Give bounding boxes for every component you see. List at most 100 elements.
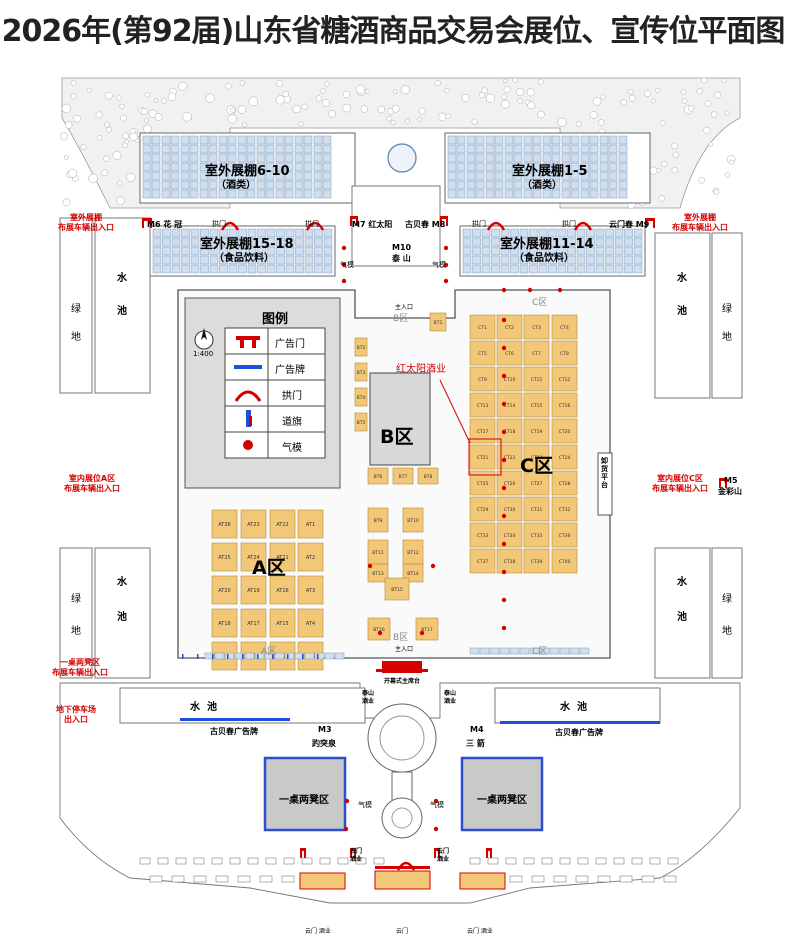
shed-6-10-label: 室外展棚6-10 (205, 164, 290, 179)
legend-item-balloon: 气模 (282, 443, 302, 454)
green-label-ll2: 地 (71, 626, 81, 637)
booth-label: AT15 (276, 621, 288, 627)
arch-label-4: 拱门 (562, 220, 576, 228)
booth-label: BT13 (372, 571, 384, 577)
booth-label: CT7 (532, 351, 541, 357)
shed-mid-booths (152, 228, 643, 274)
booth-label: BT16 (373, 627, 385, 633)
booth-label: AT17 (247, 621, 259, 627)
green-label-ll: 绿 (71, 594, 81, 605)
pool-label-ll2: 池 (117, 612, 127, 623)
booth-label: BT6 (374, 474, 383, 480)
green-label-ul: 绿 (71, 304, 81, 315)
bottom-gate-mid (374, 870, 431, 890)
booth-label: CT1 (478, 325, 487, 331)
ad-spot-m3-sub: 趵突泉 (312, 739, 336, 748)
booth-label: CT21 (477, 455, 489, 461)
booth-label: CT39 (531, 559, 543, 565)
pool-label-lr2: 池 (677, 612, 687, 623)
right-pool-upper (654, 232, 711, 399)
booth-label: AT3 (306, 588, 315, 594)
booth-label: CT37 (477, 559, 489, 565)
booth-label: AT4 (306, 621, 315, 627)
entrance-label-bottom: 主入口 (395, 646, 414, 653)
booth-label: CT29 (477, 507, 489, 513)
booth-label: BT4 (357, 395, 366, 401)
balloon-icon (243, 440, 253, 450)
booth-label: AT26 (218, 522, 230, 528)
booth-label: CT33 (477, 533, 489, 539)
table-zone-left-label: 一桌两凳区 (279, 795, 329, 806)
pool-label-ur: 水 (677, 273, 687, 284)
booth-label: BT2 (357, 345, 366, 351)
red-markers (142, 216, 727, 871)
ad-spot-m8: 古贝春 M8 (405, 220, 446, 229)
guangmen-label-1: 云门 酒业 (350, 848, 363, 863)
road-flag-icon (246, 410, 251, 427)
right-pool-lower (654, 547, 711, 679)
booth-label: CT40 (559, 559, 571, 565)
booth-label: CT35 (531, 533, 543, 539)
ad-spot-m10-sub: 泰 山 (392, 254, 411, 263)
table-zone-right-label: 一桌两凳区 (477, 795, 527, 806)
bottom-gate-left (299, 872, 346, 890)
booth-label: AT16 (276, 588, 288, 594)
bottom-label-left: 云门 酒业 (305, 928, 331, 935)
balloon-label-1: 气模 (340, 261, 354, 269)
booth-label: CT24 (559, 455, 571, 461)
entrance-table-zone: 一桌两凳区 布展车辆出入口 (52, 658, 108, 677)
booth-label: CT11 (531, 377, 543, 383)
pool-label-bottom-left: 水 池 (190, 702, 217, 713)
zone-c-small-bottom: C区 (532, 647, 548, 657)
booth-label: CT27 (531, 481, 543, 487)
booth-label: CT25 (477, 481, 489, 487)
guangmen-label-2: 云门 酒业 (437, 848, 450, 863)
left-green-upper (59, 217, 93, 394)
arch-label-2: 拱门 (305, 220, 319, 228)
arch-icon (234, 390, 262, 402)
green-label-ur2: 地 (722, 332, 732, 343)
stage-label: 开幕式主席台 (384, 678, 421, 685)
booth-label: CT23 (531, 455, 543, 461)
booth-label: CT28 (559, 481, 571, 487)
b-zone-core (369, 372, 431, 466)
balloon-label-2: 气模 (432, 261, 446, 269)
booth-label: AT22 (276, 522, 288, 528)
booth-label: BT10 (407, 518, 419, 524)
booth-label: AT20 (218, 588, 230, 594)
annotation-label: 红太阳酒业 (396, 364, 446, 375)
right-green-upper (711, 232, 743, 399)
ad-spot-m6: M6 花 冠 (147, 220, 183, 229)
pool-lower-left (119, 687, 366, 724)
billboard-icon (234, 365, 262, 369)
zone-c-small: C区 (532, 298, 548, 308)
shed-6-10-sub: （酒类） (216, 180, 256, 191)
booth-label: CT38 (504, 559, 516, 565)
booth-label: AT1 (306, 522, 315, 528)
booth-label: BT11 (372, 550, 384, 556)
pool-label-ll: 水 (117, 577, 127, 588)
pool-label-ur2: 池 (677, 306, 687, 317)
pool-label-bottom-right: 水 池 (560, 702, 587, 713)
booth-label: CT4 (560, 325, 569, 331)
booth-label: CT17 (477, 429, 489, 435)
fountain-circle (387, 143, 417, 173)
booth-label: BT15 (391, 587, 403, 593)
pool-label-ul: 水 (117, 273, 127, 284)
right-green-lower (711, 547, 743, 679)
booth-label: AT25 (218, 555, 230, 561)
table-zone-left (263, 756, 347, 832)
booth-label: BT7 (399, 474, 408, 480)
bottom-gate-right (459, 872, 506, 890)
zone-c-label: C区 (520, 455, 553, 477)
booth-label: CT6 (505, 351, 514, 357)
legend-item-flag: 道旗 (282, 417, 302, 428)
entrance-indoor-c: 室内展位C区 布展车辆出入口 (652, 474, 708, 493)
shed-11-14-label: 室外展棚11-14 (500, 237, 594, 252)
booth-label: CT20 (559, 429, 571, 435)
table-zone-right (460, 756, 544, 832)
entrance-underground: 地下停车场 出入口 (56, 705, 96, 724)
